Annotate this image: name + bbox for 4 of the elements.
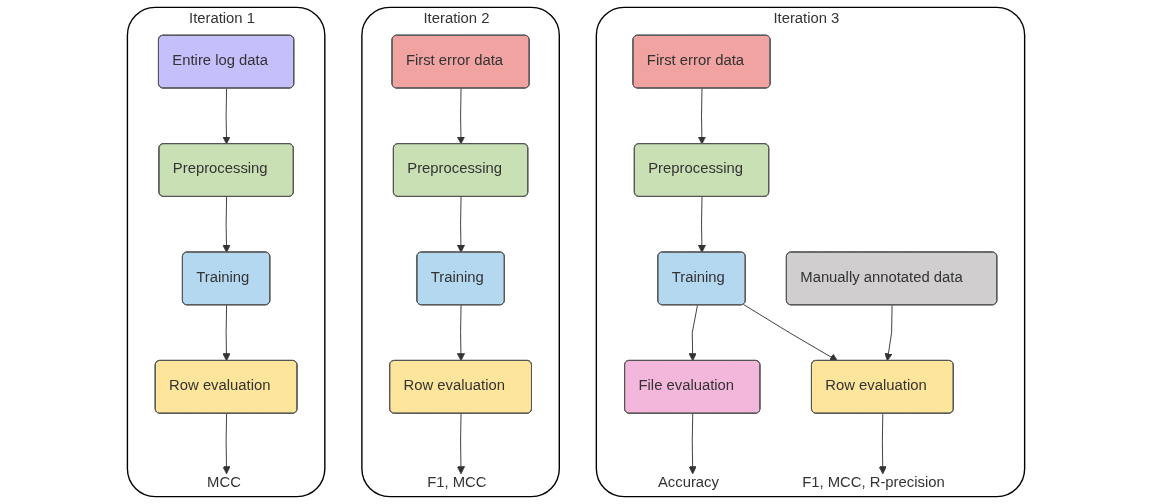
node-text: F1, MCC, R-precision bbox=[802, 473, 946, 490]
node-text: Accuracy bbox=[658, 473, 720, 490]
node-text: MCC bbox=[207, 473, 242, 490]
node-text: F1, MCC bbox=[427, 473, 487, 490]
